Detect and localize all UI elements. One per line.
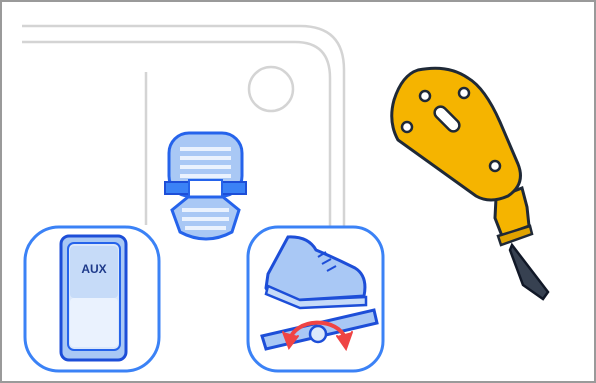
switch-connector-icon: [165, 133, 246, 239]
foot-pedal-panel: [248, 227, 383, 371]
aux-switch-panel: AUX: [25, 227, 159, 371]
aux-label: AUX: [81, 262, 106, 276]
